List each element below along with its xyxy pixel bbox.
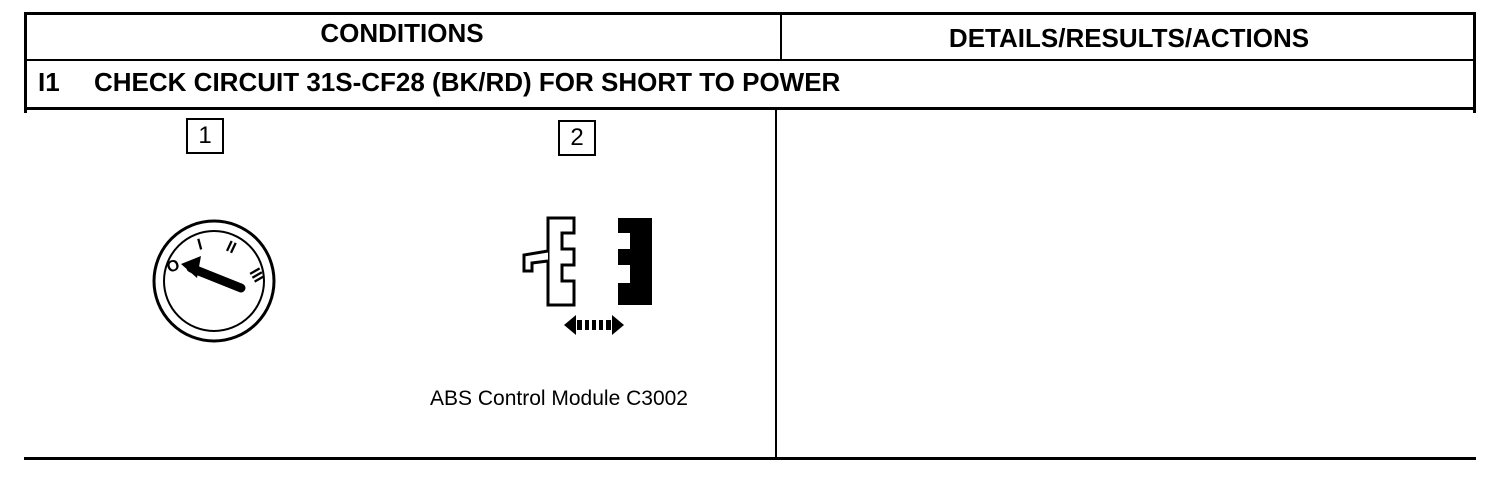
table-left-border — [24, 15, 27, 113]
ignition-position-i: I — [196, 236, 205, 254]
table-right-border — [1473, 15, 1476, 113]
body-column-divider — [775, 107, 777, 460]
conditions-header: CONDITIONS — [320, 18, 484, 48]
step-id: I1 — [38, 67, 60, 97]
connector-caption: ABS Control Module C3002 — [430, 387, 688, 410]
ignition-switch-off-icon: O I II III — [152, 219, 276, 343]
step-title: CHECK CIRCUIT 31S-CF28 (BK/RD) FOR SHORT… — [94, 67, 841, 97]
step-title-bottom-rule — [24, 107, 1476, 110]
condition-number-1: 1 — [186, 118, 224, 154]
step-title-row: I1 CHECK CIRCUIT 31S-CF28 (BK/RD) FOR SHO… — [38, 67, 840, 97]
details-header: DETAILS/RESULTS/ACTIONS — [948, 23, 1310, 53]
details-cell — [784, 115, 1464, 445]
connector-disconnect-icon — [522, 216, 652, 335]
condition-number-2: 2 — [558, 120, 596, 156]
ignition-position-ii: II — [223, 238, 238, 257]
header-column-divider — [780, 15, 782, 61]
ignition-position-o: O — [165, 257, 183, 277]
header-bottom-rule — [24, 59, 1476, 61]
